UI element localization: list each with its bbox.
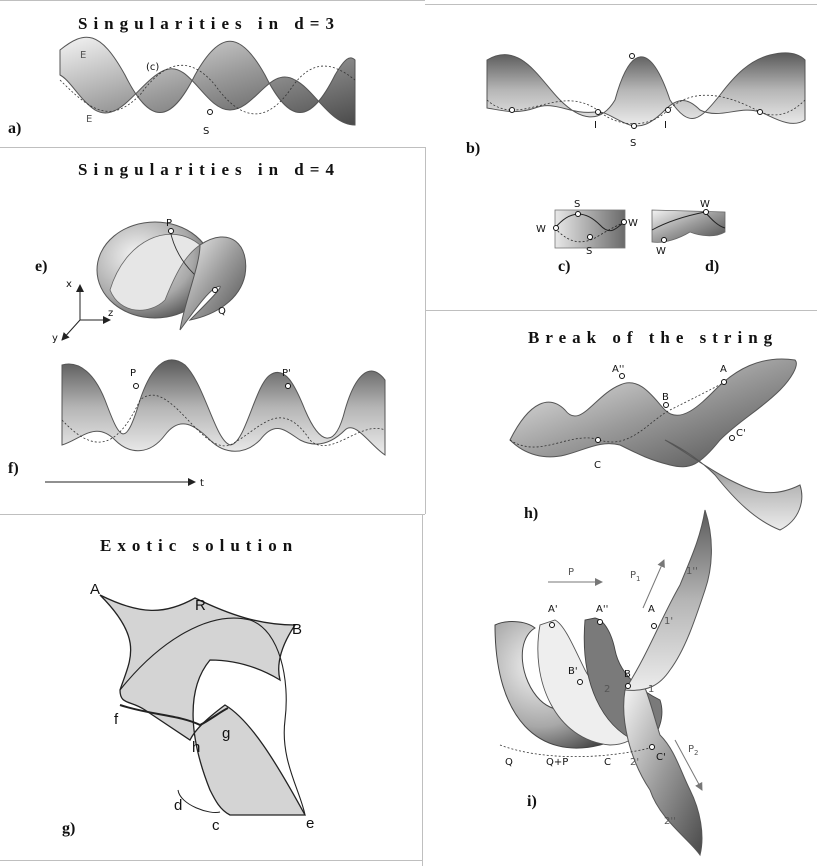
label-i-2: 2 [604, 684, 610, 695]
label-f-t: t [200, 478, 204, 489]
panel-label-b: b) [466, 140, 481, 157]
divider-top-left [0, 0, 425, 1]
label-f-P2: P' [282, 368, 291, 379]
title-singularities-d3: Singularities in d=3 [78, 14, 340, 33]
label-b-I1: I [594, 120, 597, 131]
label-g-c: c [212, 817, 220, 834]
panel-label-h: h) [524, 505, 539, 522]
label-i-P1: P1 [630, 570, 641, 583]
title-break-of-string: Break of the string [528, 328, 779, 347]
label-g-B: B [292, 621, 302, 638]
label-g-A: A [90, 581, 100, 598]
label-c-S1: S [574, 199, 580, 210]
label-i-2pp: 2'' [664, 816, 676, 827]
label-h-C2: C' [736, 428, 746, 439]
panel-label-e: e) [35, 258, 48, 275]
label-c-W1: W [536, 224, 546, 235]
label-i-C1: C' [656, 752, 666, 763]
label-i-A1: A' [548, 604, 558, 615]
label-g-g: g [222, 725, 230, 742]
label-g-e: e [306, 815, 314, 832]
panel-b-surface [486, 52, 806, 129]
panel-i-surface [494, 509, 712, 857]
label-h-A2: A'' [612, 364, 624, 375]
panel-f-surface [61, 359, 386, 456]
label-i-QP: Q+P [546, 757, 568, 768]
divider-top-right [425, 4, 817, 5]
panel-e-surface [96, 221, 247, 331]
label-b-I2: I [664, 120, 667, 131]
label-g-R: R [195, 597, 206, 614]
panel-label-g: g) [62, 820, 76, 837]
panel-h-surface [509, 358, 803, 531]
label-i-1: 1 [648, 684, 654, 695]
panel-label-a: a) [8, 120, 22, 137]
panel-label-d: d) [705, 258, 720, 275]
divider-d3-d4 [0, 147, 425, 148]
label-i-2p: 2' [630, 757, 639, 768]
label-i-C: C [604, 757, 611, 768]
label-e-z: z [108, 308, 113, 319]
axes-icon [61, 284, 111, 341]
label-h-C: C [594, 460, 601, 471]
label-e-Q: Q [218, 306, 226, 317]
arrow-i-P2 [674, 739, 703, 791]
divider-vertical-upper [425, 147, 426, 514]
label-i-P: P [568, 567, 574, 578]
label-i-A: A [648, 604, 655, 615]
label-e-y: y [52, 333, 58, 344]
label-a-E2: E [86, 114, 92, 125]
label-h-A: A [720, 364, 727, 375]
panel-c-surface [553, 209, 627, 249]
arrow-i-P1 [642, 559, 665, 609]
panel-d-surface [651, 209, 726, 243]
label-i-1pp: 1'' [686, 566, 698, 577]
label-i-P2: P2 [688, 744, 699, 757]
label-d-W1: W [700, 199, 710, 210]
label-i-B1: B' [568, 666, 578, 677]
label-c-W2: W [628, 218, 638, 229]
panel-label-c: c) [558, 258, 571, 275]
divider-right-middle [425, 310, 817, 311]
label-i-Q: Q [505, 757, 513, 768]
panel-label-f: f) [8, 460, 19, 477]
label-a-c: (c) [146, 62, 159, 73]
divider-bottom-left [0, 860, 422, 861]
label-f-P: P [130, 368, 136, 379]
label-e-P: P [166, 218, 172, 229]
label-a-S: S [203, 126, 209, 137]
label-d-W2: W [656, 246, 666, 257]
title-exotic-solution: Exotic solution [100, 536, 299, 555]
panel-label-i: i) [527, 793, 537, 810]
label-i-A2: A'' [596, 604, 608, 615]
label-i-1p: 1' [664, 616, 673, 627]
label-g-h: h [192, 739, 200, 756]
label-i-B: B [624, 669, 631, 680]
panel-a-surface [59, 36, 356, 126]
divider-d4-exotic [0, 514, 425, 515]
label-b-S: S [630, 138, 636, 149]
divider-vertical-lower [422, 514, 423, 866]
label-g-f: f [114, 711, 119, 728]
panel-g-surface [99, 594, 307, 816]
label-c-S2: S [586, 246, 592, 257]
title-singularities-d4: Singularities in d=4 [78, 160, 340, 179]
label-a-E1: E [80, 50, 86, 61]
label-h-B: B [662, 392, 669, 403]
label-g-d: d [174, 797, 182, 814]
label-e-x: x [66, 279, 72, 290]
